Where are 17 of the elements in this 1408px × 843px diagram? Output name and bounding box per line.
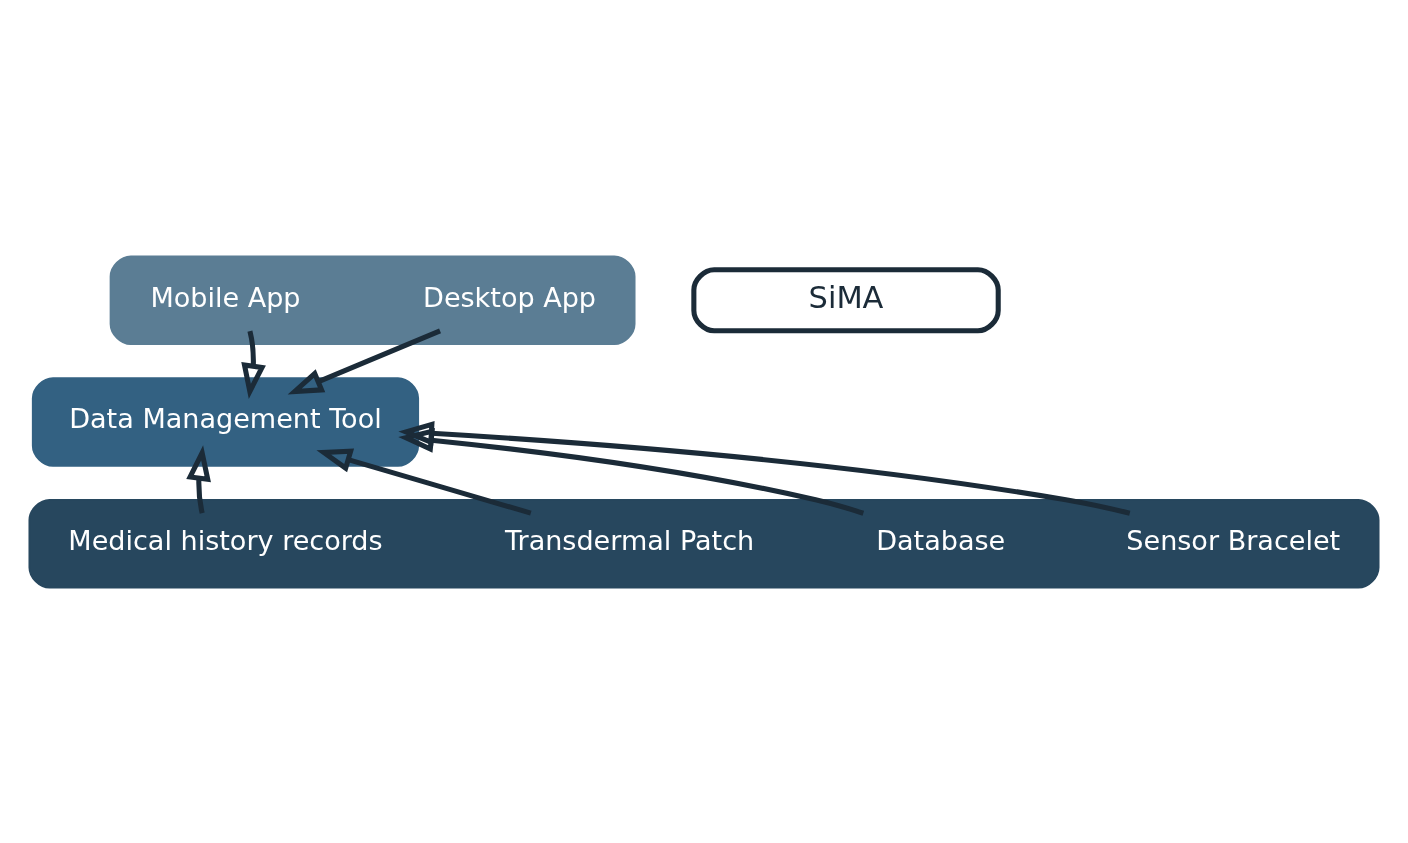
node-text: Mobile App (150, 281, 301, 313)
node-text: Transdermal Patch (504, 524, 755, 556)
cluster (28, 498, 1380, 589)
arrow (287, 328, 442, 394)
arrow (398, 420, 1131, 516)
arrow (241, 330, 266, 399)
node-text: Sensor Bracelet (1126, 524, 1341, 556)
node-text: Database (876, 524, 1006, 556)
cluster (31, 376, 420, 467)
arrow (398, 427, 865, 516)
node-text: Medical history records (68, 524, 383, 556)
node-box: SiMA (691, 266, 1001, 333)
node-text: Data Management Tool (69, 402, 382, 434)
cluster (109, 254, 636, 345)
arrow (186, 444, 211, 514)
arrow (316, 447, 532, 516)
node-text: Desktop App (423, 281, 597, 313)
